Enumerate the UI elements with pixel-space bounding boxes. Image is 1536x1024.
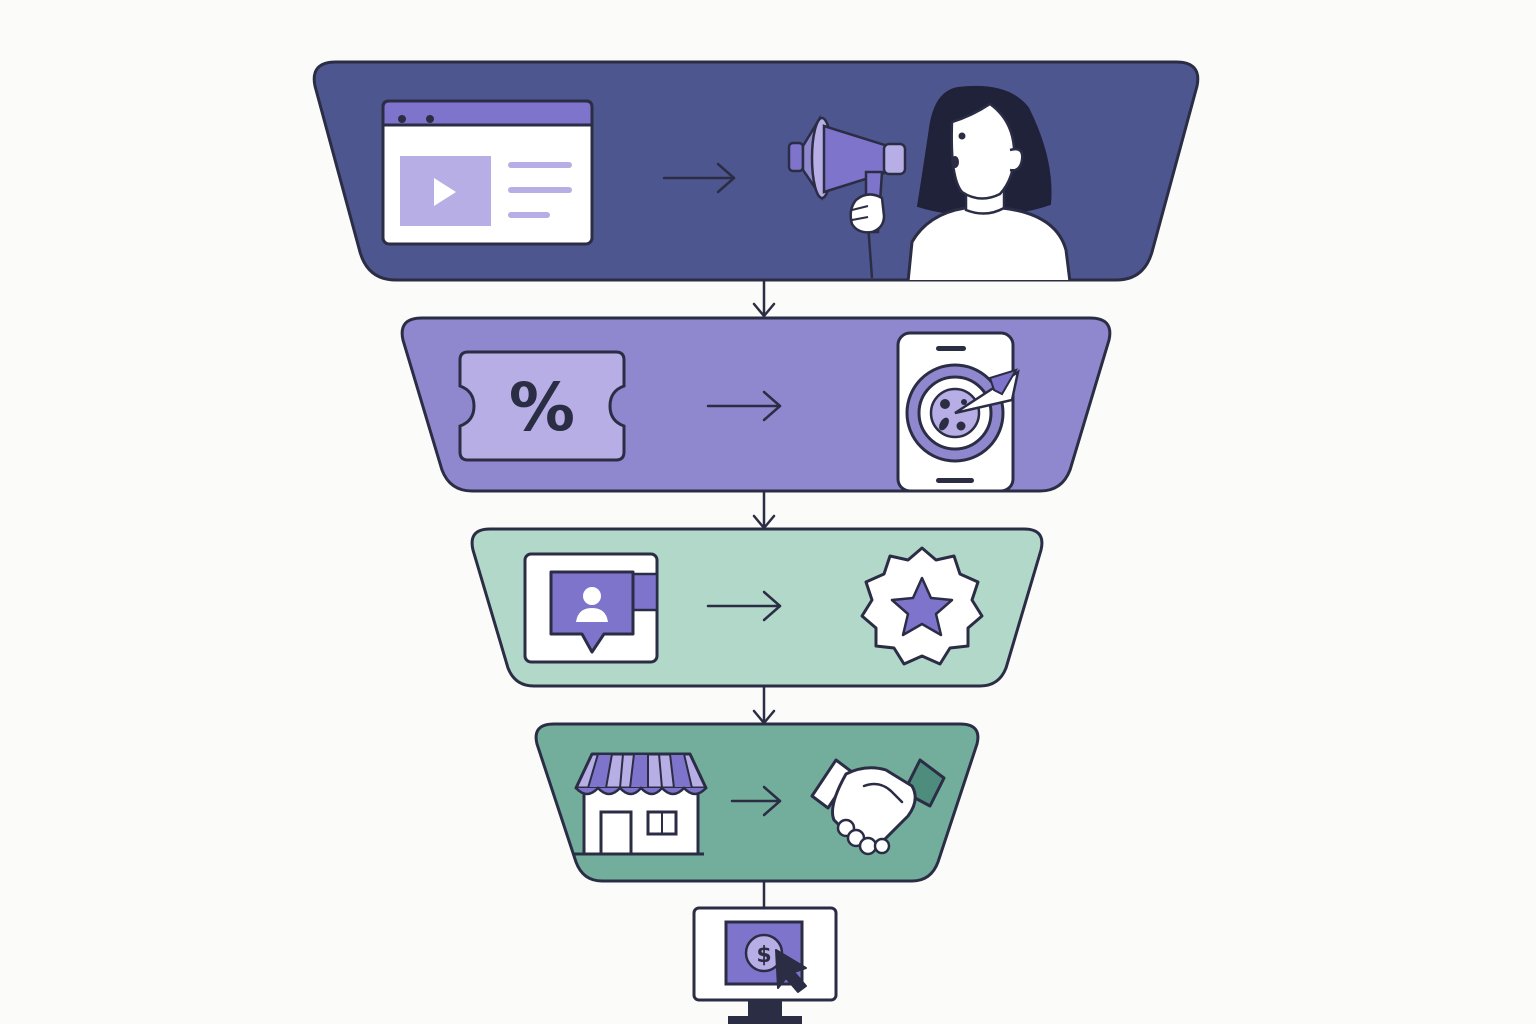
cursor-icon	[775, 949, 807, 993]
percent-icon: %	[509, 369, 575, 446]
star-badge-icon	[860, 546, 984, 666]
star-icon	[890, 576, 954, 637]
browser-video-icon	[381, 99, 594, 246]
arrow-right-icon	[662, 162, 736, 194]
avatar-icon	[583, 587, 601, 605]
arrow-right-icon	[730, 785, 782, 817]
stage-interest: %	[400, 316, 1112, 493]
arrow-right-icon	[706, 390, 782, 422]
dollar-icon: $	[756, 943, 771, 968]
arrow-right-icon	[706, 590, 782, 622]
pizza-icon	[905, 363, 1020, 463]
play-icon	[434, 178, 456, 206]
monitor-purchase-icon: $	[692, 906, 838, 1024]
connector-interest-consideration	[752, 489, 776, 530]
megaphone-person-icon	[787, 85, 1072, 280]
handshake-icon	[810, 758, 946, 856]
profile-testimonial-icon	[523, 552, 659, 664]
storefront-icon	[574, 752, 708, 856]
person-icon	[849, 85, 1072, 280]
connector-consideration-conversion	[752, 684, 776, 725]
connector-awareness-interest	[752, 278, 776, 318]
megaphone-icon	[787, 115, 907, 234]
discount-coupon-icon: %	[458, 350, 626, 462]
stage-awareness	[312, 60, 1200, 282]
stage-consideration	[470, 527, 1044, 688]
mobile-app-icon	[896, 331, 1020, 493]
stage-conversion	[534, 722, 980, 883]
